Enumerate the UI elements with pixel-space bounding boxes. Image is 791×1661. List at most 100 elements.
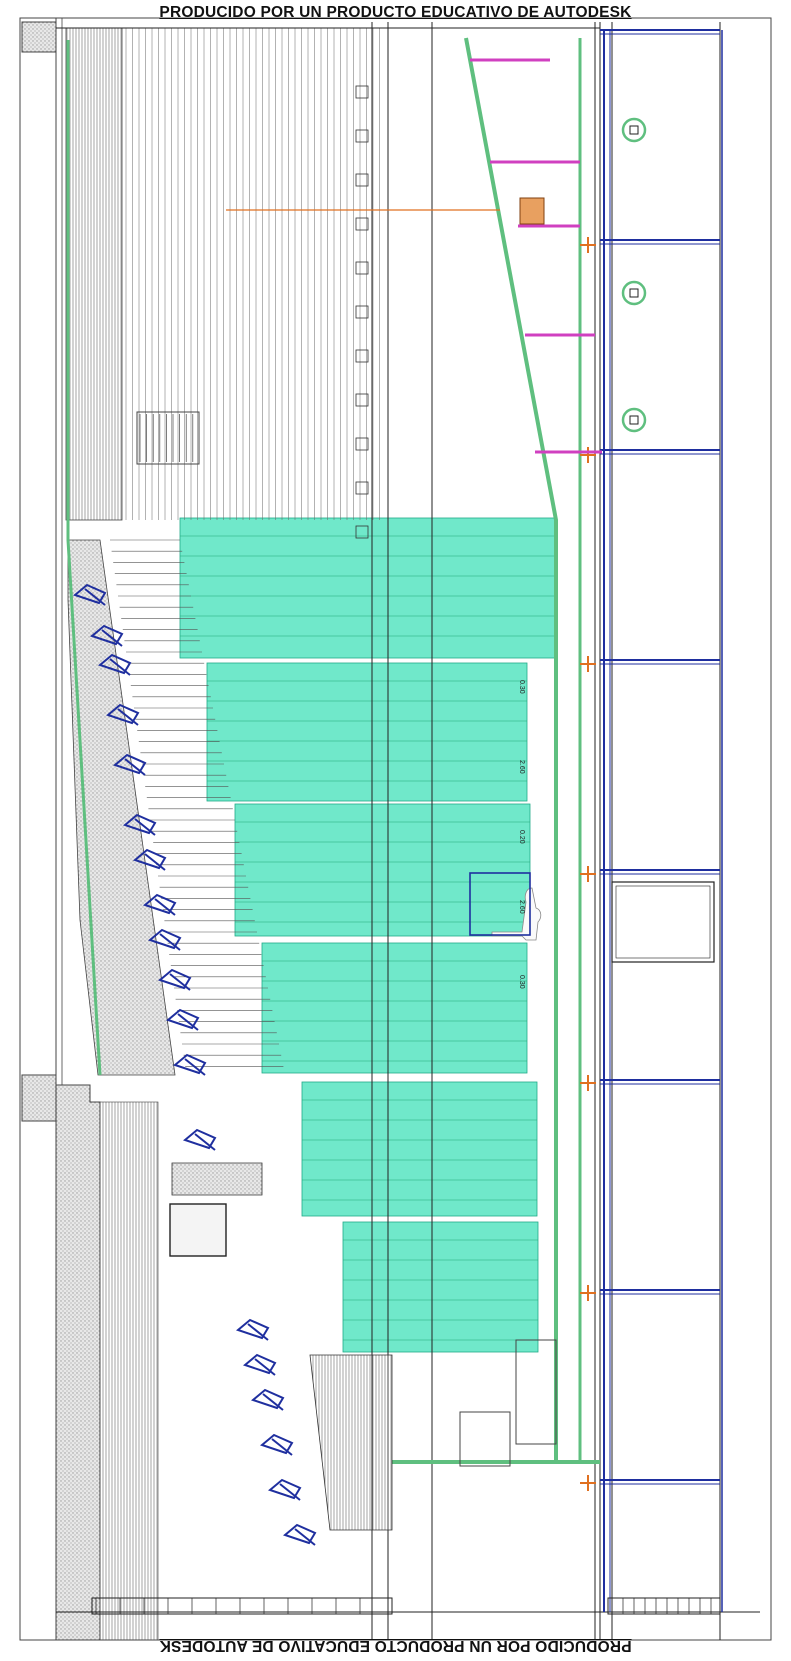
seat-leg (279, 1483, 301, 1501)
equipment-circle-3 (621, 407, 647, 433)
stair-block (136, 411, 200, 465)
seat-leg (124, 758, 146, 776)
seat-8 (142, 893, 177, 915)
glass-panel-5 (301, 1081, 538, 1217)
glass-panel-1 (179, 517, 556, 659)
seat-leg (109, 658, 131, 676)
stadium-seats (72, 583, 317, 1546)
seat-leg (194, 1133, 216, 1151)
seat-leg (169, 973, 191, 991)
seat-leg (184, 1058, 206, 1076)
seat-1 (72, 583, 107, 605)
side-panel (611, 881, 715, 963)
seat-leg (262, 1393, 284, 1411)
small-square (355, 129, 369, 143)
equipment-core (629, 415, 639, 425)
small-square (355, 85, 369, 99)
lower-slab (171, 1162, 263, 1196)
watermark-top: PRODUCIDO POR UN PRODUCTO EDUCATIVO DE A… (159, 4, 632, 21)
watermark-bottom: PRODUCIDO POR UN PRODUCTO EDUCATIVO DE A… (159, 1637, 632, 1654)
seat-3 (97, 653, 132, 675)
small-frame (515, 1339, 557, 1445)
corner-block-top (21, 21, 57, 53)
grid-lines (56, 22, 760, 1640)
seat-15 (242, 1353, 277, 1375)
seat-4 (105, 703, 140, 725)
seat-leg (154, 898, 176, 916)
seat-leg (177, 1013, 199, 1031)
small-door (459, 1411, 511, 1467)
figure-frame (469, 872, 531, 936)
dim-label-5: 0.30 (518, 975, 525, 989)
orange-block (519, 197, 545, 225)
small-square (355, 481, 369, 495)
seat-leg (247, 1323, 269, 1341)
seat-16 (250, 1388, 285, 1410)
seat-11 (165, 1008, 200, 1030)
small-square (355, 349, 369, 363)
seat-9 (147, 928, 182, 950)
outer-border (19, 17, 772, 1641)
small-square (355, 173, 369, 187)
bottom-bar-right (607, 1597, 721, 1615)
glass-panels (179, 517, 556, 1353)
seat-19 (282, 1523, 317, 1545)
seat-6 (122, 813, 157, 835)
equipment-core (629, 125, 639, 135)
glass-panel-4 (261, 942, 528, 1074)
side-panel-inner (615, 885, 711, 959)
equipment-core (629, 288, 639, 298)
seat-leg (294, 1528, 316, 1546)
seat-14 (235, 1318, 270, 1340)
seat-leg (84, 588, 106, 606)
upper-hatched-band (65, 27, 123, 521)
small-square (355, 261, 369, 275)
dim-label-1: 0.30 (518, 680, 525, 694)
dim-label-4: 2.60 (518, 900, 525, 914)
green-walls (66, 37, 600, 1464)
lower-box (169, 1203, 227, 1257)
lower-steps-hatch (309, 1354, 393, 1531)
equipment-circle-2 (621, 280, 647, 306)
glass-panel-3 (234, 803, 531, 937)
sloped-green-wall (464, 37, 558, 1462)
right-structure (580, 29, 723, 1612)
dim-label-2: 2.60 (518, 760, 525, 774)
dim-label-3: 0.20 (518, 830, 525, 844)
seat-leg (159, 933, 181, 951)
left-green-wall (66, 40, 102, 1076)
seat-2 (89, 624, 124, 646)
seat-13 (182, 1128, 217, 1150)
small-square (355, 217, 369, 231)
seat-5 (112, 753, 147, 775)
human-figure (491, 887, 542, 941)
concrete-wall-lower (55, 1084, 101, 1641)
corner-block-left (21, 1074, 57, 1122)
seat-10 (157, 968, 192, 990)
seat-7 (132, 848, 167, 870)
small-square (355, 525, 369, 539)
details (91, 58, 721, 1615)
seat-leg (271, 1438, 293, 1456)
seat-leg (254, 1358, 276, 1376)
seat-17 (259, 1433, 294, 1455)
seat-12 (172, 1053, 207, 1075)
dimension-labels: 0.30 2.60 0.20 2.60 0.30 (518, 680, 525, 989)
bottom-bar-left (91, 1597, 393, 1615)
glass-panel-2 (206, 662, 528, 802)
small-square (355, 437, 369, 451)
lower-hatched-band (99, 1101, 159, 1641)
seat-leg (144, 853, 166, 871)
concrete-slope (67, 539, 176, 1076)
concrete-hatch (55, 27, 176, 1641)
seat-leg (101, 629, 123, 647)
small-square (355, 305, 369, 319)
seat-leg (117, 708, 139, 726)
seat-18 (267, 1478, 302, 1500)
seat-leg (134, 818, 156, 836)
equipment-circle-1 (621, 117, 647, 143)
glass-panel-6 (342, 1221, 539, 1353)
small-square (355, 393, 369, 407)
